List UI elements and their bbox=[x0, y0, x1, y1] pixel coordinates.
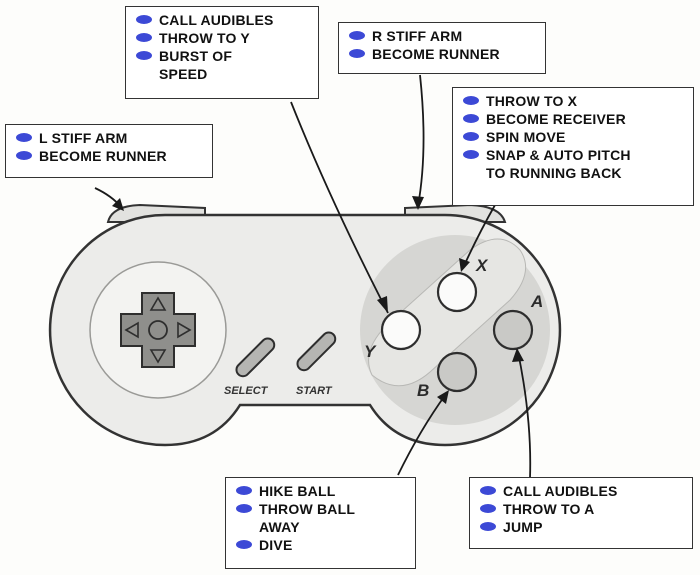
leader-b bbox=[397, 393, 447, 476]
bullet-icon bbox=[136, 33, 152, 42]
callout-entry: THROW BALL AWAY bbox=[236, 500, 407, 536]
leader-a bbox=[517, 351, 532, 479]
bullet-icon bbox=[136, 15, 152, 24]
start-label: START bbox=[296, 385, 332, 397]
bullet-icon bbox=[480, 486, 496, 495]
callout-entry: BECOME RECEIVER bbox=[463, 110, 685, 128]
dpad-right-arrow-icon bbox=[177, 321, 192, 339]
callout-entry: L STIFF ARM bbox=[16, 129, 204, 147]
bullet-icon bbox=[236, 504, 252, 513]
arrowhead-a bbox=[512, 348, 524, 362]
leader-r-shoulder bbox=[417, 74, 425, 207]
callout-entry: THROW TO A bbox=[480, 500, 684, 518]
bullet-icon bbox=[16, 133, 32, 142]
bullet-icon bbox=[349, 31, 365, 40]
callout-entry: SNAP & AUTO PITCH TO RUNNING BACK bbox=[463, 146, 685, 182]
bullet-icon bbox=[463, 96, 479, 105]
bullet-icon bbox=[463, 132, 479, 141]
b-button bbox=[436, 351, 478, 393]
callout-x-button: THROW TO X BECOME RECEIVER SPIN MOVE SNA… bbox=[452, 87, 694, 206]
bullet-icon bbox=[480, 504, 496, 513]
arrowhead-b bbox=[437, 390, 449, 404]
x-button bbox=[436, 271, 478, 313]
y-button bbox=[380, 309, 422, 351]
callout-entry: CALL AUDIBLES bbox=[136, 11, 310, 29]
callout-r-shoulder: R STIFF ARM BECOME RUNNER bbox=[338, 22, 546, 74]
dpad-up-arrow-icon bbox=[149, 296, 167, 311]
callout-y-button: CALL AUDIBLES THROW TO Y BURST OF SPEED bbox=[125, 6, 319, 99]
callout-entry: R STIFF ARM bbox=[349, 27, 537, 45]
select-button bbox=[235, 337, 276, 378]
dpad-down-arrow-icon bbox=[149, 349, 167, 364]
callout-entry: JUMP bbox=[480, 518, 684, 536]
bullet-icon bbox=[349, 49, 365, 58]
callout-b-button: HIKE BALL THROW BALL AWAY DIVE bbox=[225, 477, 416, 569]
dpad-left-arrow-icon bbox=[124, 321, 139, 339]
callout-l-shoulder: L STIFF ARM BECOME RUNNER bbox=[5, 124, 213, 178]
bullet-icon bbox=[236, 540, 252, 549]
button-a-letter: A bbox=[531, 292, 544, 311]
button-b-letter: B bbox=[417, 381, 430, 400]
leader-lines bbox=[94, 74, 532, 479]
bullet-icon bbox=[136, 51, 152, 60]
start-button bbox=[296, 331, 337, 372]
callout-entry: BECOME RUNNER bbox=[16, 147, 204, 165]
callout-entry: CALL AUDIBLES bbox=[480, 482, 684, 500]
leader-y bbox=[290, 101, 389, 314]
face-button-groove bbox=[368, 238, 527, 387]
button-y-letter: Y bbox=[364, 342, 376, 361]
callout-entry: THROW TO Y bbox=[136, 29, 310, 47]
select-label: SELECT bbox=[224, 385, 268, 397]
callout-entry: SPIN MOVE bbox=[463, 128, 685, 146]
bullet-icon bbox=[463, 150, 479, 159]
arrowhead-y bbox=[377, 296, 388, 313]
callout-entry: BURST OF SPEED bbox=[136, 47, 310, 83]
bullet-icon bbox=[16, 151, 32, 160]
callout-entry: THROW TO X bbox=[463, 92, 685, 110]
bullet-icon bbox=[480, 522, 496, 531]
a-button bbox=[492, 309, 534, 351]
callout-a-button: CALL AUDIBLES THROW TO A JUMP bbox=[469, 477, 693, 549]
callout-entry: HIKE BALL bbox=[236, 482, 407, 500]
arrowhead-l-shoulder bbox=[112, 198, 124, 211]
arrowhead-r-shoulder bbox=[412, 196, 424, 210]
button-x-letter: X bbox=[476, 256, 488, 275]
callout-entry: BECOME RUNNER bbox=[349, 45, 537, 63]
dpad-center bbox=[148, 320, 168, 340]
callout-entry: DIVE bbox=[236, 536, 407, 554]
dpad bbox=[120, 292, 196, 368]
arrowhead-x bbox=[459, 258, 470, 272]
bullet-icon bbox=[463, 114, 479, 123]
bullet-icon bbox=[236, 486, 252, 495]
